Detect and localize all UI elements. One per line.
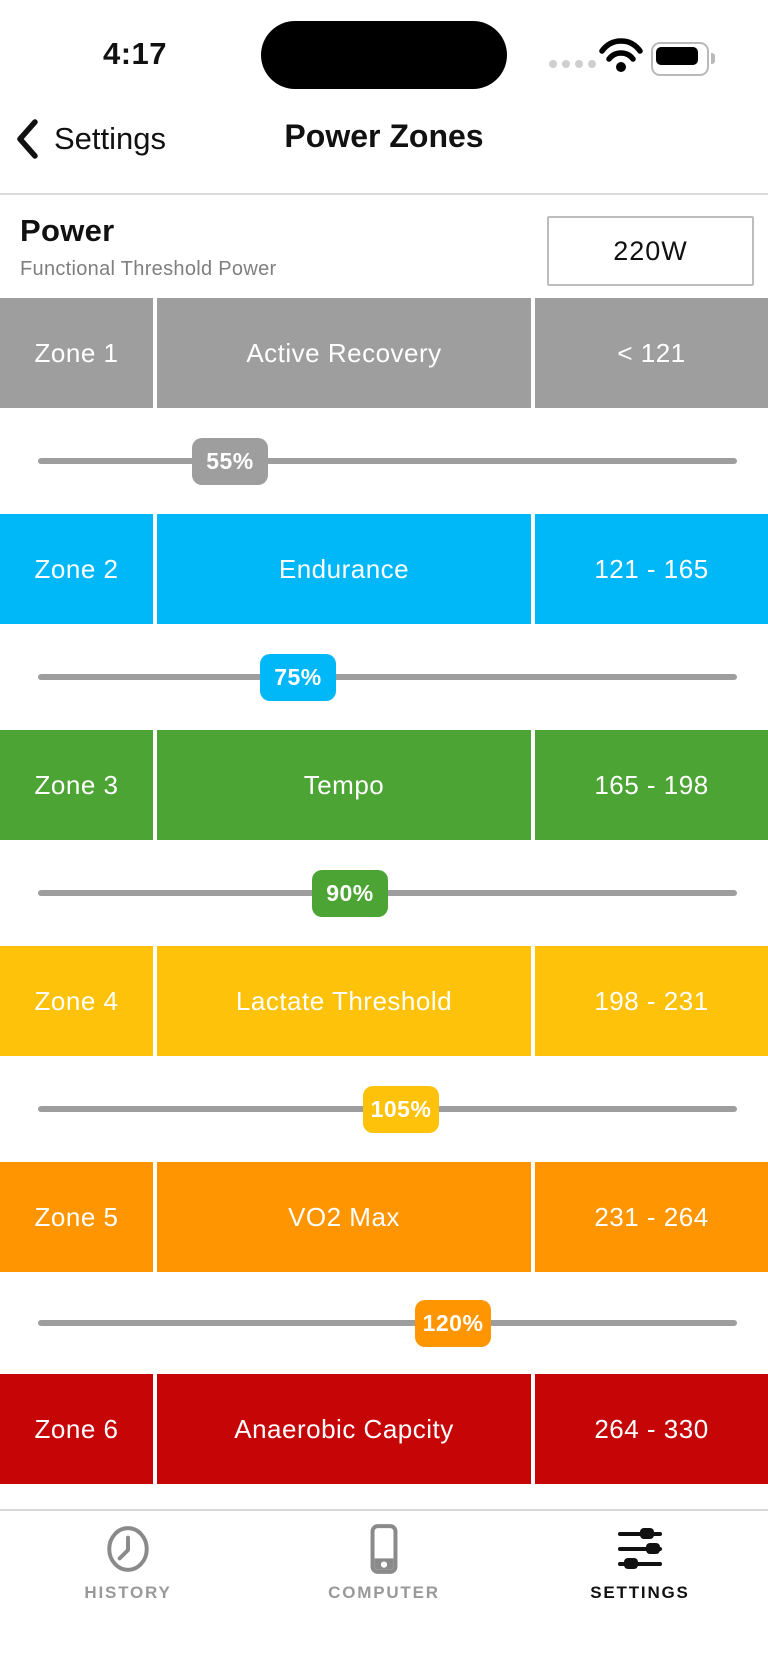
ftp-subtitle: Functional Threshold Power [20, 258, 277, 280]
zone-row-6: Zone 6 Anaerobic Capcity 264 - 330 [0, 1374, 768, 1484]
tab-computer[interactable]: COMPUTER [256, 1511, 512, 1631]
chevron-left-icon [17, 119, 38, 159]
back-button-label: Settings [54, 121, 167, 156]
zone-label: Zone 4 [0, 946, 153, 1056]
power-section-title: Power [20, 213, 115, 248]
slider-handle[interactable]: 105% [363, 1086, 439, 1133]
zone-label: Zone 2 [0, 514, 153, 624]
slider-track[interactable] [38, 458, 737, 464]
dynamic-island [261, 21, 507, 89]
slider-value-label: 105% [370, 1096, 432, 1122]
sliders-icon [614, 1523, 666, 1575]
zone-name: Anaerobic Capcity [157, 1374, 531, 1484]
zone-label: Zone 5 [0, 1162, 153, 1272]
zone-range: 121 - 165 [535, 514, 768, 624]
slider-value-label: 90% [326, 880, 374, 906]
slider-value-label: 75% [274, 664, 322, 690]
zone-row-3: Zone 3 Tempo 165 - 198 [0, 730, 768, 840]
navigation-bar: Settings Power Zones [0, 100, 768, 193]
zone-range: 198 - 231 [535, 946, 768, 1056]
slider-track[interactable] [38, 674, 737, 680]
zone-name: VO2 Max [157, 1162, 531, 1272]
zone-range: 231 - 264 [535, 1162, 768, 1272]
status-time: 4:17 [102, 36, 168, 71]
ftp-section: Power Functional Threshold Power 220W [0, 193, 768, 300]
bike-computer-icon [359, 1523, 409, 1575]
slider-value-label: 120% [422, 1310, 484, 1336]
tab-label: HISTORY [84, 1583, 172, 1602]
tab-label: COMPUTER [328, 1583, 440, 1602]
zone-label: Zone 3 [0, 730, 153, 840]
zone-name: Active Recovery [157, 298, 531, 408]
page-title: Power Zones [284, 118, 484, 154]
zone-range: 165 - 198 [535, 730, 768, 840]
clock-icon [103, 1523, 153, 1575]
zone-range: 264 - 330 [535, 1374, 768, 1484]
status-bar: 4:17 [0, 0, 768, 100]
slider-track[interactable] [38, 1320, 737, 1326]
wifi-icon [599, 38, 643, 79]
tab-label: SETTINGS [590, 1583, 690, 1602]
zone-name: Tempo [157, 730, 531, 840]
bottom-tab-bar: HISTORY COMPUTER [0, 1509, 768, 1665]
battery-icon [651, 42, 715, 76]
slider-handle[interactable]: 55% [192, 438, 268, 485]
zone-label: Zone 6 [0, 1374, 153, 1484]
tab-settings[interactable]: SETTINGS [512, 1511, 768, 1631]
slider-handle[interactable]: 90% [312, 870, 388, 917]
zone-name: Endurance [157, 514, 531, 624]
zone-name: Lactate Threshold [157, 946, 531, 1056]
slider-value-label: 55% [206, 448, 254, 474]
tab-history[interactable]: HISTORY [0, 1511, 256, 1631]
zone-range: < 121 [535, 298, 768, 408]
cellular-signal-icon [549, 60, 596, 68]
zone-row-1: Zone 1 Active Recovery < 121 [0, 298, 768, 408]
back-button[interactable]: Settings [14, 118, 166, 160]
zone-label: Zone 1 [0, 298, 153, 408]
zone-row-5: Zone 5 VO2 Max 231 - 264 [0, 1162, 768, 1272]
zone-row-4: Zone 4 Lactate Threshold 198 - 231 [0, 946, 768, 1056]
ftp-value-input[interactable]: 220W [547, 216, 754, 286]
slider-handle[interactable]: 75% [260, 654, 336, 701]
slider-handle[interactable]: 120% [415, 1300, 491, 1347]
zone-row-2: Zone 2 Endurance 121 - 165 [0, 514, 768, 624]
